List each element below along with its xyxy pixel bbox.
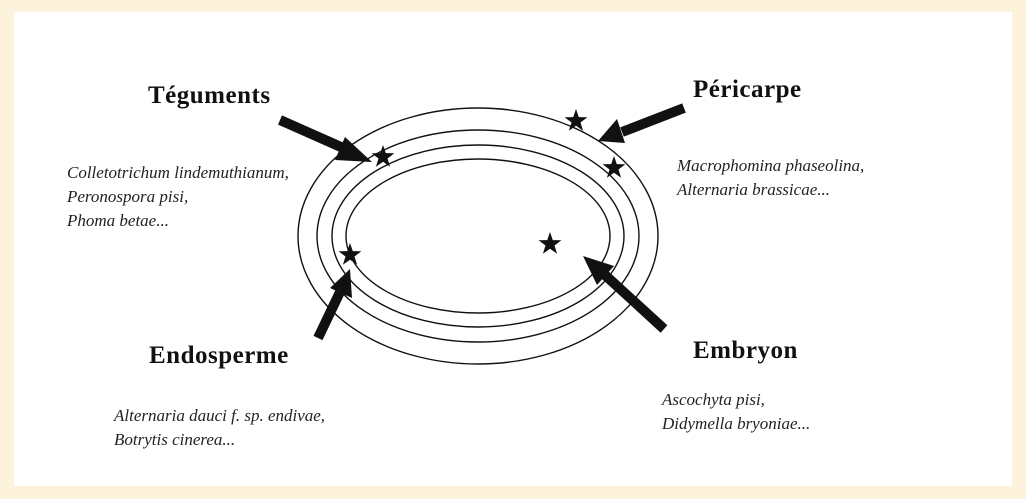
arrow-icon-teguments	[277, 115, 372, 162]
star-icon-embryon	[538, 232, 562, 254]
pathogen-list-teguments: Colletotrichum lindemuthianum, Peronospo…	[67, 161, 289, 233]
label-endosperme: Endosperme	[149, 342, 289, 369]
pathogen-list-embryon: Ascochyta pisi, Didymella bryoniae...	[662, 388, 810, 436]
pathogen-item: Alternaria brassicae...	[677, 180, 830, 199]
arrow-icon-embryon	[583, 256, 668, 333]
tegument-layer	[316, 129, 640, 343]
pathogen-item: Peronospora pisi,	[67, 187, 189, 206]
label-embryon: Embryon	[693, 337, 798, 364]
arrow-icon-pericarpe	[598, 103, 686, 143]
pathogen-item: Phoma betae...	[67, 211, 169, 230]
pathogen-item: Alternaria dauci f. sp. endivae,	[114, 406, 326, 425]
pathogen-item: Didymella bryoniae...	[662, 414, 811, 433]
pericarp-layer	[297, 107, 659, 365]
pathogen-item: Macrophomina phaseolina,	[677, 156, 865, 175]
pathogen-item: Ascochyta pisi,	[662, 390, 765, 409]
star-icon-endosperme	[338, 243, 362, 265]
pathogen-list-pericarpe: Macrophomina phaseolina, Alternaria bras…	[677, 154, 864, 202]
label-teguments: Téguments	[148, 82, 271, 109]
endosperm-inner-layer	[345, 158, 611, 314]
pathogen-list-endosperme: Alternaria dauci f. sp. endivae, Botryti…	[114, 404, 325, 452]
diagram-panel	[14, 12, 1012, 486]
arrow-icon-endosperme	[313, 269, 352, 341]
pathogen-item: Colletotrichum lindemuthianum,	[67, 163, 289, 182]
star-icon-pericarpe-outer	[564, 109, 588, 131]
endosperm-outer-layer	[331, 144, 625, 328]
pathogen-item: Botrytis cinerea...	[114, 430, 236, 449]
label-pericarpe: Péricarpe	[693, 76, 802, 103]
